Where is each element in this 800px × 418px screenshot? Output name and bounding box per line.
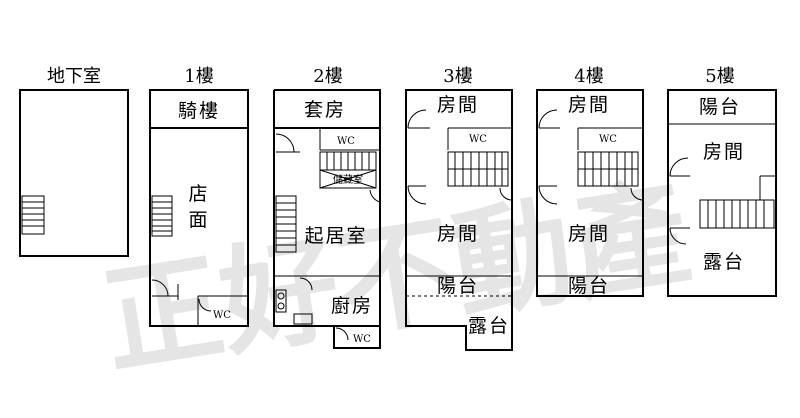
floor2-storage: 儲藏室 [319,169,377,189]
floor-label-basement: 地下室 [47,66,101,87]
room-label-terrace-5: 露台 [703,251,745,273]
floor2-stairs [319,151,377,171]
room-label-arcade: 騎樓 [178,100,220,122]
floor2-wc-top: WC [319,128,380,151]
floor5-stairs [699,175,776,229]
floor2-door-top [275,133,300,153]
floor5-plan: 5樓 陽台 房間 露台 [667,66,777,297]
floor2-outline [273,89,381,349]
room-label-wc-1: WC [213,310,231,321]
floor3-stairs [447,151,509,187]
floor4-plan: 4樓 房間 WC 房間 陽台 [536,66,644,297]
floor3-outline [405,89,513,351]
room-label-wc-2: WC [337,136,355,147]
floor4-outline [536,89,644,297]
floor-label-2: 2樓 [313,66,342,87]
room-label-room-3b: 房間 [437,223,479,245]
floor-label-5: 5樓 [705,66,734,87]
floor1-stairs [151,195,173,237]
floor3-plan: 3樓 房間 WC 房間 陽台 露台 [405,66,513,351]
room-label-balcony-3: 陽台 [437,275,479,297]
room-label-room-4a: 房間 [568,94,610,116]
floor2-stairs-left [275,195,297,253]
floor5-outline [667,89,777,297]
room-label-suite: 套房 [304,99,346,121]
floor1-door [151,279,179,300]
room-label-wc-2b: WC [353,334,371,345]
floor4-stairs [577,151,639,187]
room-label-kitchen: 廚房 [331,294,373,317]
room-label-living: 起居室 [304,225,367,247]
floor-label-1: 1樓 [184,66,213,87]
floor2-wc-bottom: WC [335,327,371,345]
floor3-wc: WC [447,127,512,150]
room-label-balcony-5: 陽台 [699,96,741,118]
basement-stairs [21,195,45,235]
room-label-room-5: 房間 [703,141,745,163]
room-label-shop-2: 面 [188,209,209,231]
room-label-wc-4: WC [599,134,617,145]
floor4-wc: WC [577,127,643,150]
floor2-kitchen: 廚房 [274,275,380,325]
room-label-room-4b: 房間 [568,223,610,245]
floor-label-4: 4樓 [574,66,603,87]
room-label-wc-3: WC [469,134,487,145]
floor-label-3: 3樓 [443,66,472,87]
floor1-outline [149,89,249,327]
floor2-plan: 2樓 套房 WC 儲藏室 [273,66,381,349]
basement-outline [19,89,129,257]
room-label-room-3a: 房間 [437,94,479,116]
room-label-shop-1: 店 [188,183,209,205]
floor1-wc: WC [197,295,248,326]
floor1-plan: 1樓 騎樓 店 面 WC [149,66,249,327]
room-label-terrace-3: 露台 [468,315,510,337]
room-label-balcony-4: 陽台 [568,275,610,297]
basement-plan: 地下室 [19,66,129,257]
room-label-storage: 儲藏室 [333,173,363,186]
